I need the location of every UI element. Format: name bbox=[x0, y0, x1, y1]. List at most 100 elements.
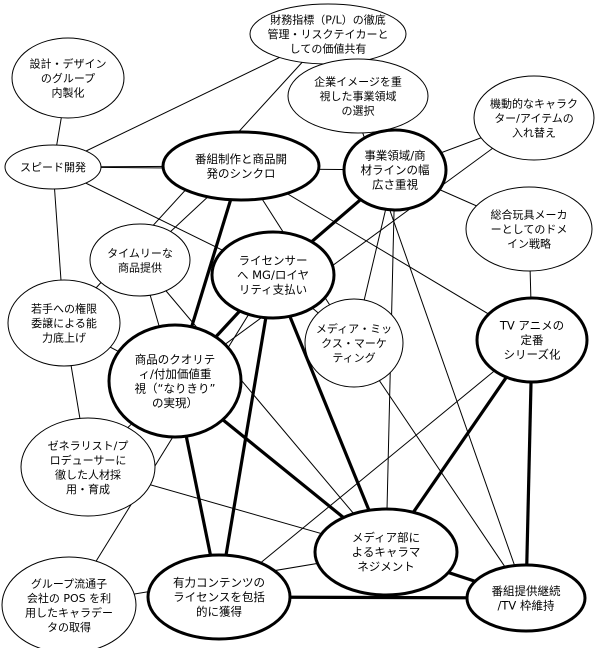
node-label-line: 広さ重視 bbox=[372, 178, 418, 192]
node-label-line: 財務指標（P/L）の徹底 bbox=[270, 13, 385, 27]
node-label-line: イン戦略 bbox=[507, 237, 551, 251]
node-label-line: 若手への権限 bbox=[31, 302, 97, 316]
node-label-line: 企業イメージを重 bbox=[314, 75, 402, 89]
node-ellipse bbox=[161, 130, 321, 202]
node-label-line: 事業領域/商 bbox=[364, 149, 425, 163]
node-label-line: 番組提供継続 bbox=[492, 584, 561, 598]
node-label-line: TV アニメの bbox=[499, 319, 564, 333]
node-label-line: の選択 bbox=[342, 104, 375, 118]
node-program: 番組提供継続/TV 枠維持 bbox=[465, 563, 587, 633]
node-label-line: 委譲による能 bbox=[31, 316, 97, 330]
node-ellipse bbox=[146, 553, 292, 641]
node-label-line: ーとしてのドメ bbox=[491, 223, 568, 236]
link-tvanime-content bbox=[218, 339, 533, 598]
node-label-line: 的に獲得 bbox=[196, 605, 242, 619]
node-ellipse bbox=[304, 298, 404, 388]
link-timely-mediadept bbox=[139, 259, 387, 553]
node-label-line: 用・育成 bbox=[66, 482, 110, 496]
node-label-line: ティング bbox=[332, 351, 375, 365]
node-label-line: メディア・ミッ bbox=[316, 322, 392, 336]
node-label-line: 設計・デザイン bbox=[30, 57, 107, 71]
node-label-line: 商品提供 bbox=[118, 260, 162, 274]
node-label-line: グループ流通子 bbox=[31, 576, 107, 590]
node-label-line: シリーズ化 bbox=[504, 348, 561, 362]
node-label-line: よるキャラマ bbox=[352, 545, 421, 559]
node-label-line: 有力コンテンツの bbox=[173, 576, 265, 590]
node-label-line: ター/アイテムの bbox=[494, 112, 574, 125]
node-ellipse bbox=[475, 296, 589, 384]
node-label-line: 管理・リスクテイカーと bbox=[268, 27, 389, 41]
node-label-line: ライセンスを包括 bbox=[173, 590, 265, 604]
node-label-line: 材ラインの幅 bbox=[361, 163, 430, 177]
node-ellipse bbox=[20, 417, 156, 517]
node-label-line: 機動的なキャラク bbox=[490, 97, 578, 111]
node-label-line: /TV 枠維持 bbox=[498, 598, 555, 612]
node-speed: スピード開発 bbox=[4, 144, 102, 190]
node-ellipse bbox=[4, 144, 102, 190]
link-licensor-content bbox=[217, 274, 275, 598]
link-licensor-mediadept bbox=[271, 274, 388, 553]
node-ellipse bbox=[473, 75, 595, 161]
node-ellipse bbox=[11, 37, 125, 119]
node-label-line: 入れ替え bbox=[512, 126, 556, 140]
node-label-line: ライセンサー bbox=[239, 254, 308, 268]
node-ellipse bbox=[465, 563, 587, 633]
node-ellipse bbox=[465, 186, 593, 272]
node-label-line: 商品のクオリテ bbox=[135, 352, 216, 366]
node-label-line: 視した事業領域 bbox=[320, 89, 397, 103]
node-label-line: の実現） bbox=[152, 396, 198, 410]
link-pos-licensor bbox=[68, 274, 274, 606]
node-ellipse bbox=[1, 556, 137, 648]
node-label-line: ィ/付加価値重 bbox=[139, 367, 212, 381]
node-label-line: ゼネラリスト/プ bbox=[48, 439, 129, 452]
node-ellipse bbox=[210, 230, 336, 320]
node-label-line: 総合玩具メーカ bbox=[491, 208, 568, 222]
node-label-line: タイムリーな bbox=[107, 247, 173, 260]
link-sync-tvanime bbox=[240, 165, 533, 341]
node-ellipse bbox=[107, 323, 243, 439]
node-label-line: タの取得 bbox=[47, 621, 91, 634]
node-layer: 財務指標（P/L）の徹底管理・リスクテイカーとしての価値共有設計・デザインのグル… bbox=[1, 3, 595, 648]
node-label-line: スピード開発 bbox=[20, 160, 86, 174]
node-label-line: 徹した人材採 bbox=[55, 467, 121, 481]
node-ellipse bbox=[342, 128, 448, 212]
node-ellipse bbox=[287, 58, 429, 134]
link-mediamix-program bbox=[353, 342, 527, 599]
node-label-line: クス・マーケ bbox=[321, 337, 387, 350]
node-ellipse bbox=[313, 507, 459, 597]
node-label-line: 内製化 bbox=[52, 86, 85, 100]
node-ellipse bbox=[89, 223, 191, 297]
node-label-line: 発のシンクロ bbox=[207, 166, 276, 180]
node-label-line: 力底上げ bbox=[42, 331, 86, 345]
node-label-line: へ MG/ロイヤ bbox=[237, 268, 309, 282]
node-label-line: 用したキャラデー bbox=[25, 605, 113, 619]
node-label-line: ネジメント bbox=[357, 560, 415, 574]
node-label-line: 定番 bbox=[521, 333, 544, 347]
node-label-line: 会社の POS を利 bbox=[27, 591, 111, 605]
node-label-line: リティ支払い bbox=[239, 283, 307, 297]
node-label-line: 番組制作と商品開 bbox=[195, 152, 287, 166]
edge-layer bbox=[52, 33, 535, 606]
node-ellipse bbox=[7, 279, 121, 367]
node-label-line: のグループ bbox=[41, 71, 95, 85]
node-label-line: メディア部に bbox=[352, 531, 420, 545]
node-label-line: しての価値共有 bbox=[290, 42, 367, 56]
node-label-line: ロデューサーに bbox=[50, 453, 127, 467]
